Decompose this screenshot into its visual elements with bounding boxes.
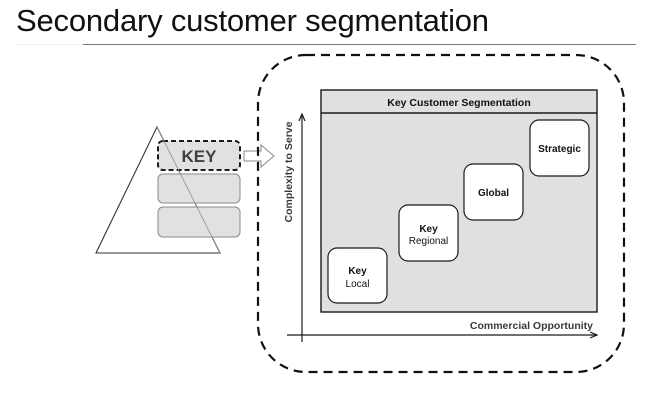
pyramid: KEY [95,125,241,254]
x-axis-label: Commercial Opportunity [470,320,593,332]
segment-global: Global [463,163,524,221]
segmentation-container [256,53,626,374]
segment-key-local: Key Local [327,247,388,304]
segment-key-local-line2: Local [346,279,370,290]
pyramid-tier-3 [157,206,241,238]
page-title: Secondary customer segmentation [16,3,489,38]
pyramid-tier-2 [157,173,241,204]
segment-key-regional: Key Regional [398,204,459,262]
arrow-right-icon [243,143,275,169]
title-divider-faint [17,44,83,45]
segment-strategic: Strategic [529,119,590,177]
segment-key-regional-line2: Regional [409,236,448,247]
pyramid-tier-key-label: KEY [182,147,218,166]
segment-global-label: Global [478,188,509,199]
pyramid-edge-overlay [156,126,221,254]
segment-strategic-label: Strategic [538,144,581,155]
y-axis-label: Complexity to Serve [283,121,295,222]
title-divider [83,44,636,45]
segment-key-local-line1: Key [348,266,367,277]
matrix-title: Key Customer Segmentation [387,97,531,109]
segment-key-regional-line1: Key [419,224,438,235]
pyramid-tier-key: KEY [157,140,241,171]
